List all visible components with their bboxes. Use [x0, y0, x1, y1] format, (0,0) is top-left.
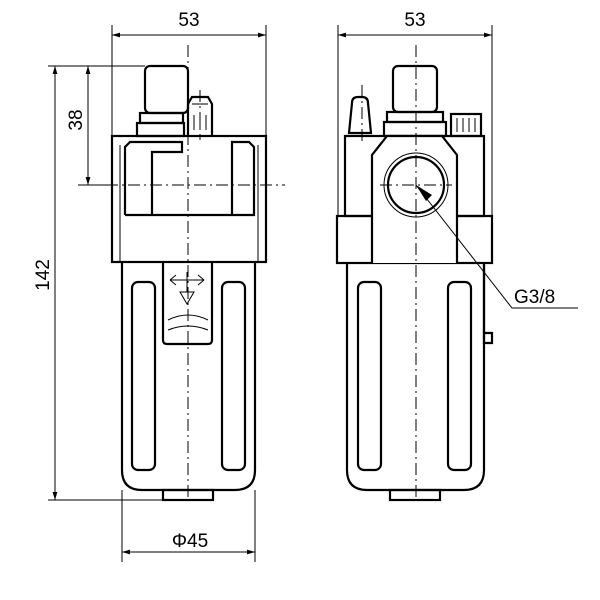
side-view [335, 45, 578, 502]
side-width-label: 53 [404, 10, 425, 31]
front-width-label: 53 [178, 10, 199, 31]
bowl-diameter-label: Φ45 [172, 531, 208, 552]
front-view [84, 45, 285, 502]
port-height-label: 38 [66, 109, 87, 130]
dimension-lines [48, 25, 493, 562]
port-thread-label: G3/8 [514, 287, 555, 308]
total-height-label: 142 [33, 259, 54, 291]
